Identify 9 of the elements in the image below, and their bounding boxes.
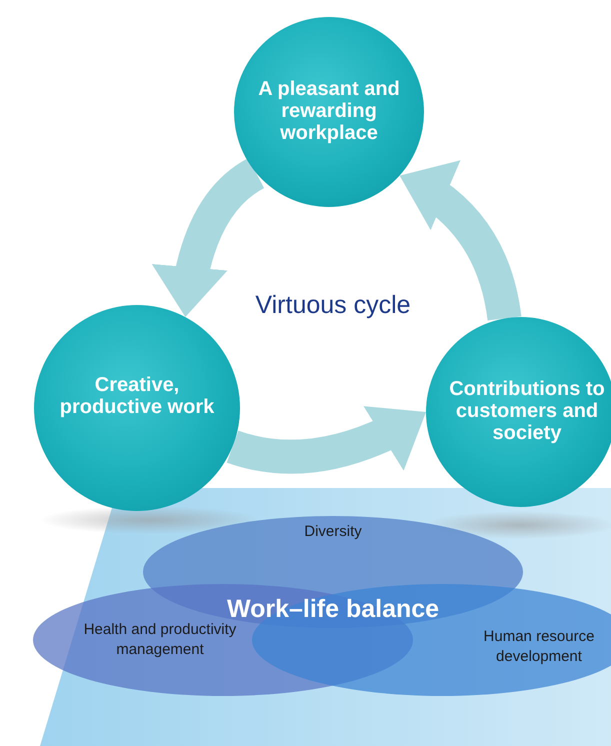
node-label: Contributions to customers and society xyxy=(448,378,606,444)
ellipse-label: Diversity xyxy=(303,522,363,542)
node-label: Creative, productive work xyxy=(58,374,216,418)
ellipse-label: Health and productivity management xyxy=(82,620,238,660)
overlap-label: Work–life balance xyxy=(226,594,440,623)
cycle-arrow xyxy=(152,158,265,319)
center-label: Virtuous cycle xyxy=(254,292,412,318)
node-label: A pleasant and rewarding workplace xyxy=(257,78,401,144)
ellipse-label: Human resource development xyxy=(482,627,596,667)
